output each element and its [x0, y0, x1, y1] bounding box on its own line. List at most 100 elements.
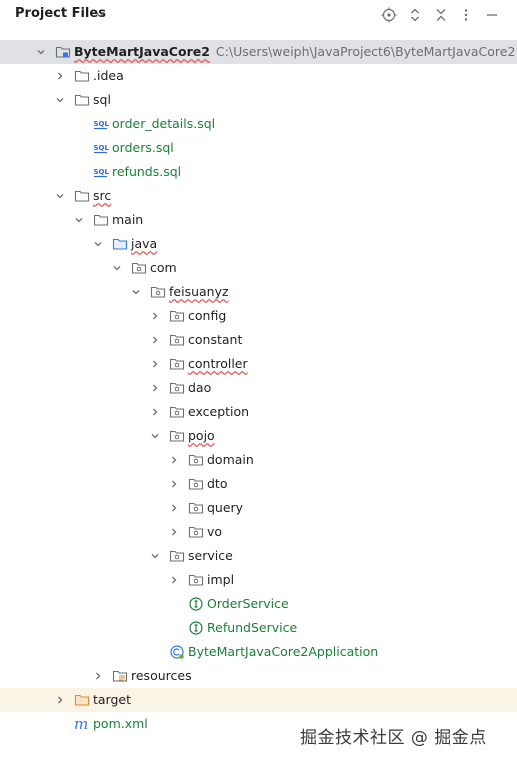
tree-row[interactable]: java [0, 232, 517, 256]
tree-row[interactable]: query [0, 496, 517, 520]
tree-item-label: sql [93, 92, 111, 108]
tree-item-name: resources [131, 668, 192, 683]
chevron-right-icon[interactable] [150, 335, 160, 345]
tree-row[interactable]: domain [0, 448, 517, 472]
tree-item-name: .idea [93, 68, 124, 83]
chevron-down-icon[interactable] [112, 263, 122, 273]
chevron-right-icon[interactable] [169, 479, 179, 489]
chevron-right-icon[interactable] [93, 671, 103, 681]
tree-row[interactable]: service [0, 544, 517, 568]
tree-row[interactable]: config [0, 304, 517, 328]
chevron-down-icon[interactable] [74, 215, 84, 225]
tree-item-label: ByteMartJavaCore2Application [188, 644, 378, 660]
tree-item-name: target [93, 692, 132, 707]
tree-item-label: dao [188, 380, 211, 396]
chevron-down-icon[interactable] [150, 431, 160, 441]
tree-row[interactable]: resources [0, 664, 517, 688]
interface-icon [189, 597, 203, 611]
tree-item-label: refunds.sql [112, 164, 181, 180]
tree-row[interactable]: dto [0, 472, 517, 496]
tree-item-label: service [188, 548, 233, 564]
chevron-right-icon[interactable] [150, 407, 160, 417]
panel-title[interactable]: Project Files [15, 6, 106, 21]
chevron-right-icon[interactable] [150, 383, 160, 393]
tree-item-name: service [188, 548, 233, 563]
tree-row[interactable]: feisuanyz [0, 280, 517, 304]
tree-row[interactable]: OrderService [0, 592, 517, 616]
tree-item-name: dto [207, 476, 228, 491]
tree-row[interactable]: target [0, 688, 517, 712]
package-icon [169, 430, 185, 442]
chevron-right-icon[interactable] [169, 575, 179, 585]
close-tree-icon[interactable] [431, 5, 451, 25]
tree-item-name: vo [207, 524, 223, 539]
tree-row[interactable]: pojo [0, 424, 517, 448]
package-icon [188, 478, 204, 490]
hide-panel-icon[interactable] [482, 5, 502, 25]
chevron-down-icon[interactable] [36, 47, 46, 57]
package-icon [188, 502, 204, 514]
tree-item-name: refunds.sql [112, 164, 182, 179]
tree-item-label: pom.xml [93, 716, 148, 732]
tree-item-label: feisuanyz [169, 284, 229, 300]
chevron-down-icon[interactable] [131, 287, 141, 297]
tree-item-name: OrderService [207, 596, 289, 611]
chevron-right-icon[interactable] [150, 359, 160, 369]
tree-item-label: config [188, 308, 226, 324]
sql-file-icon: SQL [94, 144, 109, 154]
chevron-down-icon[interactable] [95, 10, 105, 20]
resources-folder-icon [112, 670, 128, 682]
tree-item-name: dao [188, 380, 212, 395]
tree-row[interactable]: constant [0, 328, 517, 352]
tree-item-label: java [131, 236, 157, 252]
tree-row[interactable]: exception [0, 400, 517, 424]
tree-item-name: order_details.sql [112, 116, 216, 131]
tree-row[interactable]: ByteMartJavaCore2Application [0, 640, 517, 664]
tree-row[interactable]: com [0, 256, 517, 280]
tree-row[interactable]: RefundService [0, 616, 517, 640]
chevron-right-icon[interactable] [55, 695, 65, 705]
tree-row[interactable]: src [0, 184, 517, 208]
tree-item-name: ByteMartJavaCore2 [74, 44, 210, 59]
more-options-icon[interactable] [456, 5, 476, 25]
folder-icon [74, 70, 90, 82]
chevron-down-icon[interactable] [55, 95, 65, 105]
package-icon [169, 358, 185, 370]
watermark-text: 掘金技术社区 @ 掘金点 [300, 728, 487, 748]
tree-row[interactable]: controller [0, 352, 517, 376]
tree-row[interactable]: vo [0, 520, 517, 544]
chevron-right-icon[interactable] [55, 71, 65, 81]
tree-item-label: exception [188, 404, 249, 420]
tree-item-name: feisuanyz [169, 284, 229, 299]
tree-row[interactable]: dao [0, 376, 517, 400]
excluded-folder-icon [74, 694, 90, 706]
tree-item-name: exception [188, 404, 250, 419]
tree-item-label: dto [207, 476, 227, 492]
tree-item-label: resources [131, 668, 192, 684]
chevron-right-icon[interactable] [169, 527, 179, 537]
tree-item-name: pom.xml [93, 716, 148, 731]
interface-icon [189, 621, 203, 635]
tree-row[interactable]: sql [0, 88, 517, 112]
tree-row[interactable]: main [0, 208, 517, 232]
chevron-down-icon[interactable] [150, 551, 160, 561]
chevron-right-icon[interactable] [169, 503, 179, 513]
locate-icon[interactable] [379, 5, 399, 25]
tree-item-name: orders.sql [112, 140, 174, 155]
tree-row[interactable]: impl [0, 568, 517, 592]
tree-row[interactable]: .idea [0, 64, 517, 88]
tree-item-label: main [112, 212, 143, 228]
expand-collapse-icon[interactable] [405, 5, 425, 25]
folder-icon [74, 190, 90, 202]
chevron-right-icon[interactable] [150, 311, 160, 321]
tree-item-name: pojo [188, 428, 215, 443]
chevron-down-icon[interactable] [93, 239, 103, 249]
chevron-right-icon[interactable] [169, 455, 179, 465]
chevron-down-icon[interactable] [55, 191, 65, 201]
tree-item-name: ByteMartJavaCore2Application [188, 644, 379, 659]
